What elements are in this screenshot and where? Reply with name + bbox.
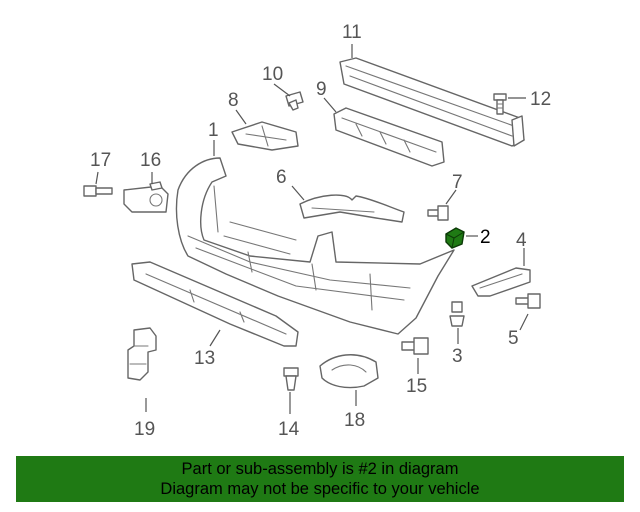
parts-diagram: 11 12 9 10 8 1 6 7 2 4 5 3 13 17 16 19 1… xyxy=(83,22,551,440)
callout-1[interactable]: 1 xyxy=(208,120,219,141)
part-8-bracket[interactable] xyxy=(231,121,299,151)
part-15-bolt[interactable] xyxy=(401,337,429,355)
banner-line-part: Part or sub-assembly is #2 in diagram xyxy=(181,460,459,478)
callout-15[interactable]: 15 xyxy=(406,376,427,397)
part-18-lamp-cover[interactable] xyxy=(319,354,379,389)
part-5-bolt[interactable] xyxy=(515,293,541,309)
part-12-bolt[interactable] xyxy=(493,93,507,115)
callout-17[interactable]: 17 xyxy=(90,150,111,171)
part-19-sensor[interactable] xyxy=(127,327,157,381)
callout-5[interactable]: 5 xyxy=(508,328,519,349)
callout-14[interactable]: 14 xyxy=(278,419,300,440)
callout-2[interactable]: 2 xyxy=(480,227,491,248)
part-13-lower-molding[interactable] xyxy=(131,261,299,347)
part-9-absorber[interactable] xyxy=(333,107,445,167)
callout-18[interactable]: 18 xyxy=(344,410,365,431)
part-17-bolt[interactable] xyxy=(83,185,113,197)
info-banner: Part or sub-assembly is #2 in diagram Di… xyxy=(16,456,624,502)
callout-11[interactable]: 11 xyxy=(342,22,362,43)
callout-4[interactable]: 4 xyxy=(516,230,527,251)
callout-10[interactable]: 10 xyxy=(262,64,283,85)
part-11-reinforcement-beam[interactable] xyxy=(339,57,525,147)
banner-line-disclaimer: Diagram may not be specific to your vehi… xyxy=(160,480,480,498)
part-7-bolt[interactable] xyxy=(427,205,449,221)
callout-19[interactable]: 19 xyxy=(134,419,155,440)
callout-3[interactable]: 3 xyxy=(452,346,463,367)
callout-13[interactable]: 13 xyxy=(194,348,215,369)
callout-12[interactable]: 12 xyxy=(530,89,551,110)
part-14-push-clip[interactable] xyxy=(283,367,299,391)
callout-16[interactable]: 16 xyxy=(140,150,161,171)
part-6-bracket[interactable] xyxy=(299,194,405,223)
part-1-bumper-face[interactable] xyxy=(175,157,455,335)
callout-6[interactable]: 6 xyxy=(276,167,287,188)
callout-7[interactable]: 7 xyxy=(452,172,463,193)
leader-lines xyxy=(95,44,529,414)
callout-9[interactable]: 9 xyxy=(316,79,327,100)
callout-8[interactable]: 8 xyxy=(228,90,239,111)
part-3-clip[interactable] xyxy=(449,301,465,327)
part-4-side-bracket[interactable] xyxy=(471,267,531,297)
callout-labels: 11 12 9 10 8 1 6 7 2 4 5 3 13 17 16 19 1… xyxy=(90,22,551,440)
part-16-fog-lamp[interactable] xyxy=(123,181,169,213)
part-2-clip[interactable] xyxy=(445,227,465,249)
